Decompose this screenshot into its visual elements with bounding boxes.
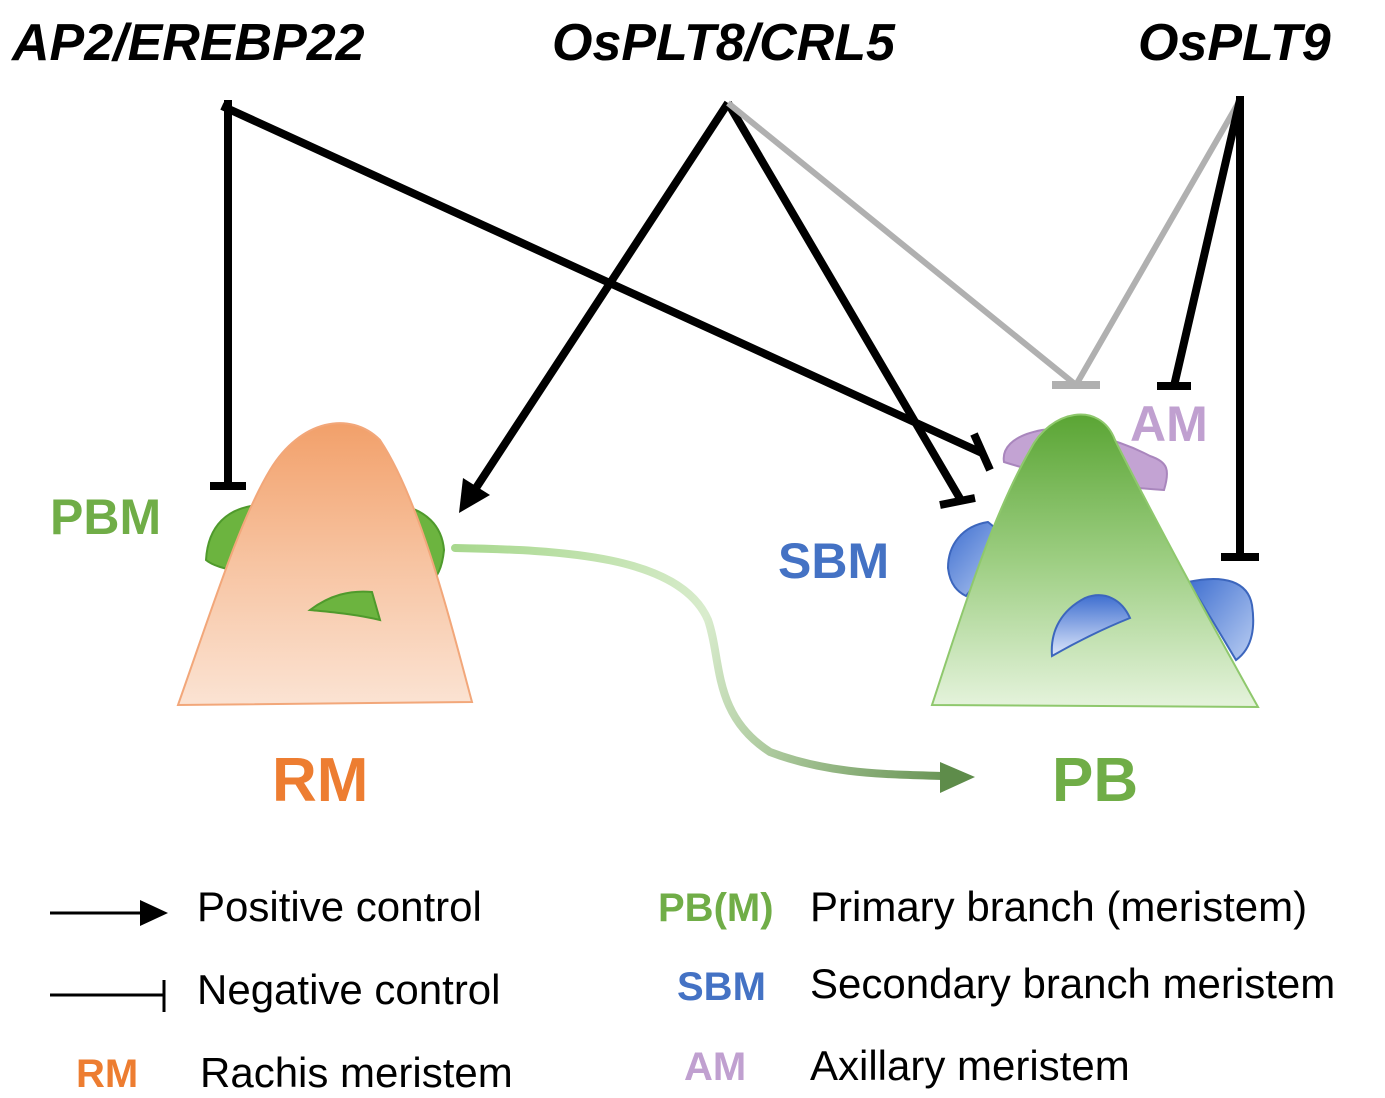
legend-rm-text: Rachis meristem — [200, 1049, 513, 1096]
gene-ap2-erebp22: AP2/EREBP22 — [10, 14, 365, 72]
label-am: AM — [1130, 396, 1208, 452]
legend-am-abbr: AM — [684, 1045, 746, 1089]
legend-negative-symbol — [50, 980, 166, 1012]
gene-osplt8-crl5: OsPLT8/CRL5 — [552, 14, 896, 72]
pb-cone — [930, 413, 1260, 709]
sbm-right-bulge — [1186, 578, 1255, 662]
label-sbm: SBM — [778, 533, 889, 589]
label-rm: RM — [272, 746, 368, 815]
legend-sbm-abbr: SBM — [677, 965, 766, 1009]
pbm-inner-spot — [307, 590, 382, 622]
ap2-links — [210, 100, 994, 490]
pb-cone-group — [930, 413, 1260, 709]
osplt9-links — [1052, 96, 1259, 561]
legend-rm-abbr: RM — [76, 1052, 138, 1096]
legend-negative-text: Negative control — [197, 966, 501, 1013]
label-pbm: PBM — [50, 489, 161, 545]
legend-positive-symbol — [50, 900, 168, 926]
legend-am-text: Axillary meristem — [810, 1042, 1130, 1089]
rm-cone — [176, 422, 474, 707]
rm-to-pb-arrowhead — [940, 762, 975, 793]
rm-cone-group — [176, 422, 474, 707]
label-pb: PB — [1052, 746, 1138, 815]
gene-osplt9: OsPLT9 — [1138, 14, 1331, 72]
legend-pbm-text: Primary branch (meristem) — [810, 883, 1307, 930]
sbm-inner-spot — [1050, 594, 1132, 658]
osplt8-links — [459, 100, 1078, 513]
legend-positive-text: Positive control — [197, 883, 482, 930]
legend-sbm-text: Secondary branch meristem — [810, 960, 1335, 1007]
rm-to-pb-curve — [451, 544, 946, 780]
legend-pbm-abbr: PB(M) — [658, 886, 774, 930]
